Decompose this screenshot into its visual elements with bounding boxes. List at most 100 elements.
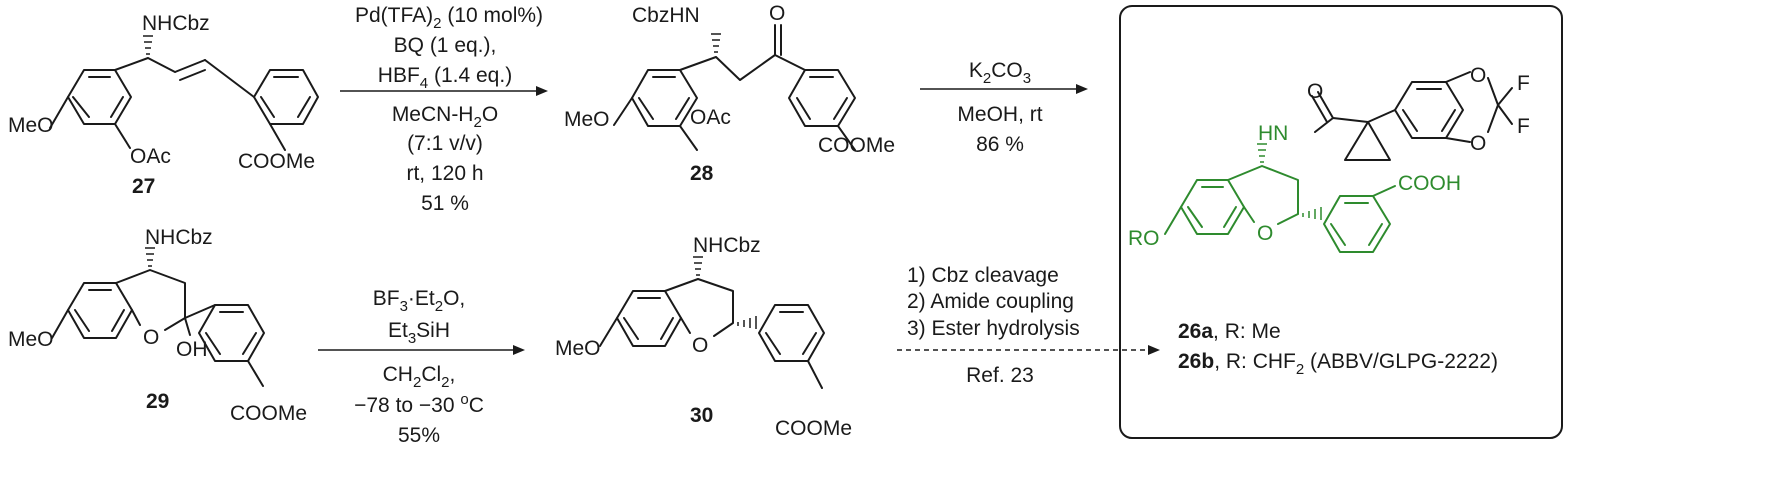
step-4: 1) Cbz cleavage 2) Amide coupling 3) Est… [897, 264, 1160, 387]
c30-ester: COOMe [775, 417, 852, 440]
c29-ring-a [67, 282, 133, 339]
c28-oac: OAc [690, 106, 731, 129]
c30-hashed-stereo-4 [693, 256, 703, 276]
step-3-arrowhead [513, 345, 525, 355]
c30-meo: MeO [555, 337, 601, 360]
c30-number: 30 [690, 404, 713, 427]
c29-meo: MeO [8, 328, 54, 351]
c26-amide-o: O [1307, 80, 1323, 103]
c26-chroman-ring-a [1180, 179, 1245, 235]
c27-ester: COOMe [238, 150, 315, 173]
c28-ring-b [788, 69, 856, 127]
step-1-acid: HBF4 (1.4 eq.) [378, 64, 512, 92]
c30-hashed-stereo-2 [737, 316, 757, 329]
c30-nhcbz: NHCbz [693, 234, 761, 257]
c27-ring-a [67, 69, 132, 125]
step-4-line-1: 1) Cbz cleavage [907, 264, 1059, 287]
c29-number: 29 [146, 390, 169, 413]
c29-oh-bond [184, 317, 191, 336]
c28-hashed-stereo [711, 33, 721, 53]
c26-benzoic-ring [1323, 195, 1391, 253]
c28-bonds [613, 24, 806, 151]
c27-bonds [49, 57, 206, 149]
c30-ring-b [664, 278, 734, 337]
c26-dioxole-o2: O [1470, 132, 1486, 155]
c28-cbzhn: CbzHN [632, 4, 700, 27]
c26-acid-bond [1372, 185, 1396, 197]
compound-28: CbzHN O MeO OAc COOMe 28 [564, 2, 895, 185]
compound-29: NHCbz MeO O OH COOMe 29 [8, 226, 307, 425]
c27-nhcbz: NHCbz [142, 12, 210, 35]
c30-ester-bond [807, 360, 823, 389]
c28-ring-a [631, 69, 698, 127]
step-1-yield: 51 % [421, 192, 469, 215]
c28-ester-bond [837, 125, 856, 151]
step-1-ratio: (7:1 v/v) [407, 132, 483, 155]
c29-ring-c [198, 304, 265, 362]
c27-hashed-stereo [143, 35, 153, 55]
step-4-line-3: 3) Ester hydrolysis [907, 317, 1080, 340]
c26-chroman-ring-b [1227, 165, 1299, 225]
c26-ro-bond [1164, 206, 1182, 235]
step-1: Pd(TFA)2 (10 mol%) BQ (1 eq.), HBF4 (1.4… [340, 4, 548, 215]
step-3: BF3·Et2O, Et3SiH CH2Cl2, −78 to −30 oC 5… [318, 287, 525, 447]
c29-nhcbz: NHCbz [145, 226, 213, 249]
c26-dioxole-o1: O [1470, 64, 1486, 87]
c26-hn: HN [1258, 122, 1288, 145]
step-3-lewis-acid: BF3·Et2O, [373, 287, 466, 315]
step-2-yield: 86 % [976, 133, 1024, 156]
c27-oac: OAc [130, 145, 171, 168]
c26-acid: COOH [1398, 172, 1461, 195]
step-2: K2CO3 MeOH, rt 86 % [920, 59, 1088, 156]
c29-hashed-stereo [145, 247, 155, 267]
c30-ring-c [758, 304, 825, 362]
step-2-conditions: MeOH, rt [957, 103, 1042, 126]
c27-alkene-double [179, 69, 206, 81]
c30-meo-bond [599, 317, 618, 347]
c29-oh: OH [176, 338, 208, 361]
c29-ester: COOMe [230, 402, 307, 425]
compound-30: NHCbz MeO O COOMe 30 [555, 234, 852, 440]
c27-meo: MeO [8, 114, 54, 137]
step-1-arrowhead [536, 86, 548, 96]
c26-amide [1311, 91, 1369, 133]
step-3-silane: Et3SiH [388, 319, 450, 347]
c26-hashed-stereo-2 [1302, 207, 1322, 220]
c26-f1: F [1517, 72, 1530, 95]
step-1-time: rt, 120 h [406, 162, 483, 185]
c28-meo: MeO [564, 108, 610, 131]
c26-dioxole [1445, 71, 1513, 143]
c29-ring-b [115, 269, 186, 331]
step-1-solvent: MeCN-H2O [392, 103, 498, 131]
c29-ring-o: O [143, 326, 159, 349]
product-box [1119, 5, 1563, 439]
compound-27: NHCbz MeO OAc COOMe 27 [8, 12, 319, 198]
product-26a-label: 26a, R: Me [1178, 320, 1281, 343]
step-3-solvent: CH2Cl2, [383, 363, 456, 391]
c28-ester: COOMe [818, 134, 895, 157]
step-4-reference: Ref. 23 [966, 364, 1034, 387]
c27-ring-b [253, 69, 319, 125]
step-1-catalyst: Pd(TFA)2 (10 mol%) [355, 4, 543, 32]
step-4-line-2: 2) Amide coupling [907, 290, 1074, 313]
c27-bonds-2 [204, 59, 286, 151]
c29-aryl-bond [184, 304, 216, 319]
c26-f2: F [1517, 115, 1530, 138]
step-2-base: K2CO3 [969, 59, 1031, 87]
step-4-arrowhead [1148, 345, 1160, 355]
c26-benzodioxole-ring [1394, 81, 1464, 139]
c30-ring-o: O [692, 334, 708, 357]
c30-ring-a [616, 290, 682, 347]
step-3-yield: 55% [398, 424, 440, 447]
product-26b-label: 26b, R: CHF2 (ABBV/GLPG-2222) [1178, 350, 1498, 378]
c26-ring-o: O [1257, 222, 1273, 245]
compound-26: O O O F F HN RO O COOH [1128, 64, 1530, 253]
step-3-temperature: −78 to −30 oC [354, 391, 484, 417]
c26-cyclopropane [1344, 109, 1396, 161]
c28-number: 28 [690, 162, 714, 185]
step-1-oxidant: BQ (1 eq.), [394, 34, 497, 57]
c26-hashed-stereo-4 [1257, 143, 1267, 163]
c29-ester-bond [247, 360, 264, 387]
step-2-arrowhead [1076, 84, 1088, 94]
